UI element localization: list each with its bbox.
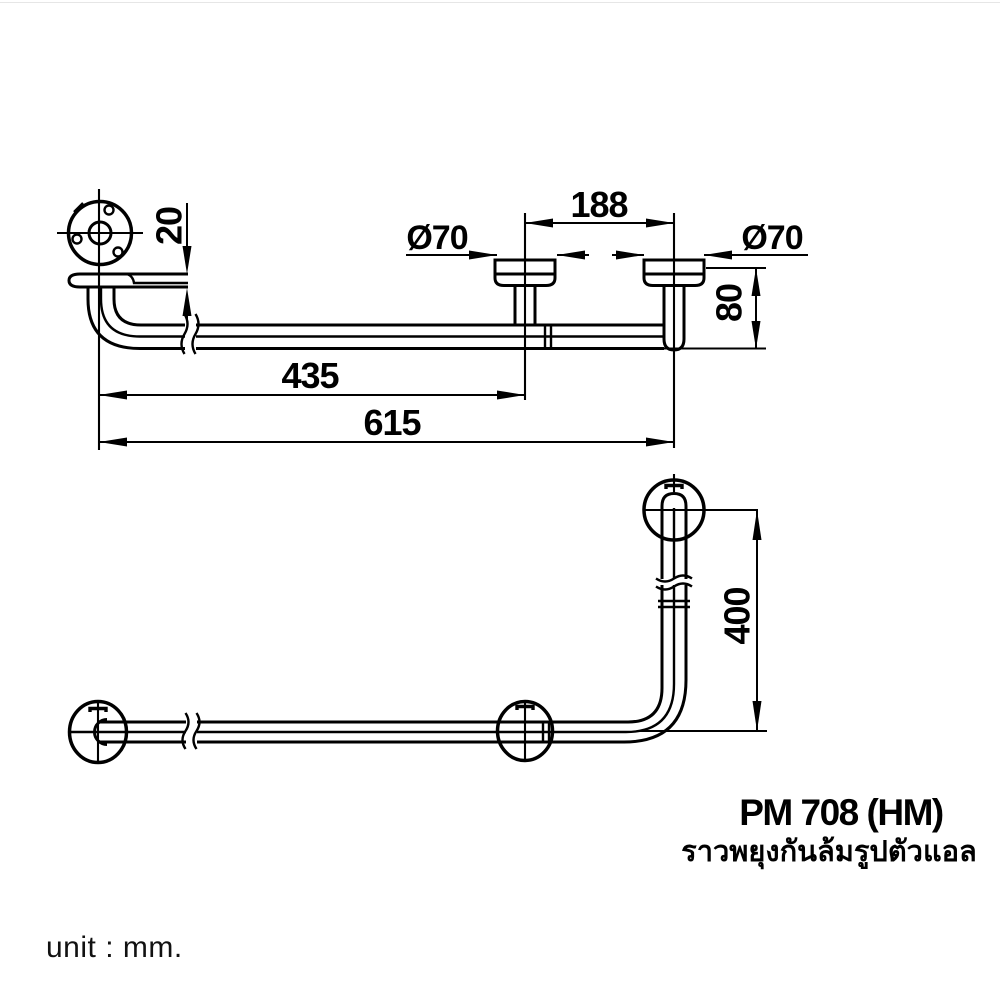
dim-height-400: 400: [640, 510, 767, 732]
dim-arrow-right: [646, 218, 674, 228]
front-middle-flange: [495, 699, 555, 763]
grab-bar-tube-plan: [86, 287, 664, 356]
plate-shoulder-detail: [126, 272, 188, 285]
dim-length-435: 435: [99, 355, 525, 400]
dim-text-435: 435: [281, 355, 339, 396]
dim-wall-offset-80: 80: [664, 267, 766, 350]
dim-text-188: 188: [570, 184, 627, 225]
dim-arrow-down: [752, 701, 762, 731]
dim-plate-thickness-20: 20: [149, 203, 192, 321]
bolt-hole: [71, 233, 83, 245]
front-view: 400: [67, 474, 767, 765]
end-support: [642, 213, 706, 448]
tube-inner-edge: [99, 506, 664, 724]
leader-arrow-right: [616, 250, 644, 260]
tube-outer-edge: [86, 287, 664, 350]
dim-text-400: 400: [717, 587, 758, 644]
dim-text-80: 80: [709, 284, 750, 322]
grab-bar-tube-front: [69, 506, 693, 750]
tube-end-dome: [660, 491, 688, 507]
dim-arrow-up: [751, 268, 761, 296]
break-mark: [181, 712, 190, 750]
bolt-hole: [103, 204, 115, 216]
bolt-hole: [112, 246, 124, 258]
dim-text-615: 615: [363, 402, 421, 443]
dim-text-dia70-mid: Ø70: [406, 219, 467, 257]
front-top-flange: [642, 474, 758, 542]
unit-note: unit : mm.: [46, 931, 183, 964]
break-gap: [186, 714, 197, 748]
dim-flange-dia-mid-70: Ø70: [406, 219, 589, 260]
dim-length-615: 615: [99, 402, 674, 447]
dim-arrow-up: [752, 510, 762, 540]
dim-arrow-left: [99, 390, 127, 400]
tube-middle-line: [99, 287, 664, 338]
sheet-border-line: [0, 2, 1000, 3]
dim-flange-spacing-188: 188: [525, 184, 674, 228]
dim-text-20: 20: [149, 207, 190, 245]
tube-outer-edge: [99, 506, 688, 744]
product-name-thai: ราวพยุงกันล้มรูปตัวแอล: [681, 834, 977, 869]
break-mark: [192, 712, 201, 750]
tube-middle-line: [69, 508, 676, 734]
middle-support: [493, 213, 557, 400]
dim-flange-dia-end-70: Ø70: [612, 219, 808, 260]
dim-arrow-up: [182, 288, 192, 316]
tube-inner-edge: [112, 287, 664, 327]
break-mark: [191, 313, 200, 355]
dim-arrow-left: [525, 218, 553, 228]
plan-view: 20 Ø70 188 Ø70: [57, 184, 808, 450]
wall-plate-outline: [67, 272, 188, 289]
dim-arrow-right: [497, 390, 525, 400]
break-mark: [655, 582, 693, 591]
dim-arrow-right: [646, 437, 674, 447]
break-gap: [657, 579, 691, 585]
break-mark: [655, 574, 693, 583]
title-block: PM 708 (HM) ราวพยุงกันล้มรูปตัวแอล: [681, 792, 977, 869]
dim-arrow-left: [99, 437, 127, 447]
dim-text-dia70-end: Ø70: [741, 219, 802, 257]
screw-slot-tick: [664, 483, 684, 489]
wall-plate-edge: [67, 272, 188, 289]
screw-slot-tick: [88, 706, 108, 712]
dim-arrow-down: [182, 246, 192, 274]
rim-notch-tick: [73, 202, 84, 213]
end-flange-face: [57, 189, 143, 450]
break-gap: [185, 312, 196, 356]
leader-arrow-right: [469, 250, 497, 260]
product-model: PM 708 (HM): [739, 792, 943, 833]
dim-arrow-down: [751, 321, 761, 349]
screw-slot-tick: [515, 704, 535, 710]
